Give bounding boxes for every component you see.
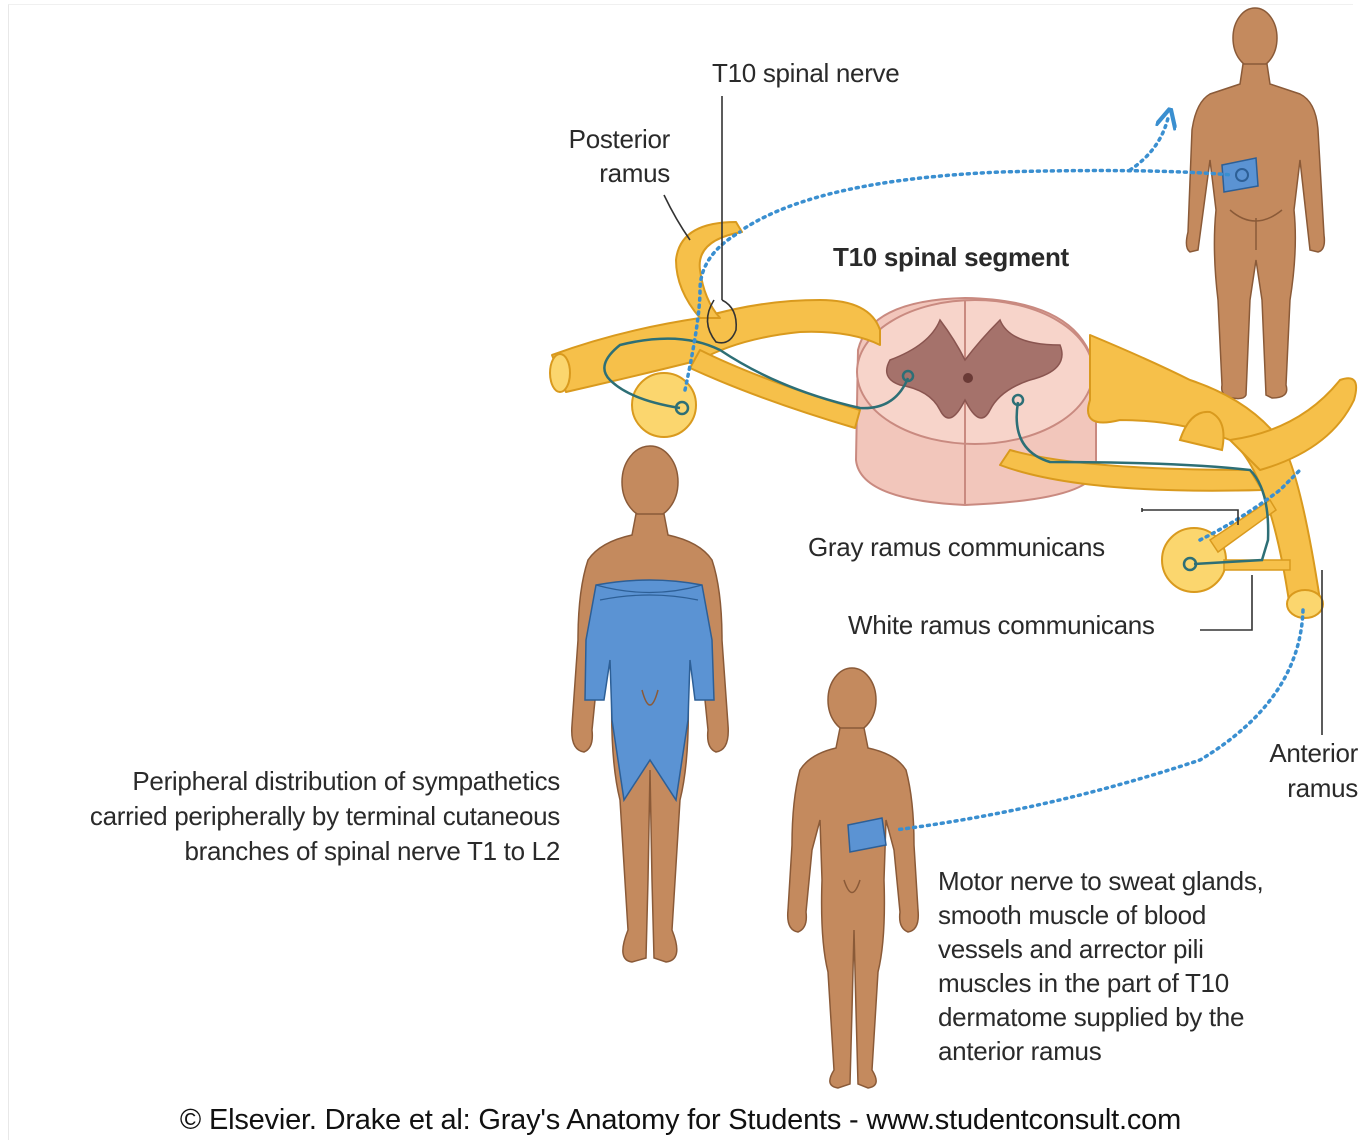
label-peripheral-distribution-line2: carried peripherally by terminal cutaneo… <box>10 799 560 833</box>
label-motor-nerve-line6: anterior ramus <box>938 1034 1101 1068</box>
label-gray-ramus-communicans: Gray ramus communicans <box>808 530 1105 564</box>
label-motor-nerve-line2: smooth muscle of blood <box>938 898 1206 932</box>
anterior-ramus-cut-end <box>1287 590 1323 618</box>
label-posterior-ramus-line2: ramus <box>520 156 670 190</box>
front-view-figure-t10 <box>788 668 919 1088</box>
label-motor-nerve-line3: vessels and arrector pili <box>938 932 1204 966</box>
label-t10-spinal-segment: T10 spinal segment <box>833 240 1069 274</box>
label-motor-nerve-line5: dermatome supplied by the <box>938 1000 1244 1034</box>
label-white-ramus-communicans: White ramus communicans <box>848 608 1155 642</box>
label-peripheral-distribution-line3: branches of spinal nerve T1 to L2 <box>10 834 560 868</box>
back-view-figure <box>1186 8 1324 399</box>
label-motor-nerve-line4: muscles in the part of T10 <box>938 966 1229 1000</box>
copyright-notice: © Elsevier. Drake et al: Gray's Anatomy … <box>0 1104 1361 1137</box>
label-motor-nerve-line1: Motor nerve to sweat glands, <box>938 864 1263 898</box>
label-anterior-ramus-line2: ramus <box>1200 771 1358 805</box>
label-peripheral-distribution-line1: Peripheral distribution of sympathetics <box>10 764 560 798</box>
label-anterior-ramus-line1: Anterior <box>1200 736 1358 770</box>
label-t10-spinal-nerve: T10 spinal nerve <box>712 56 899 90</box>
nerve-cut-end <box>550 354 570 392</box>
label-posterior-ramus-line1: Posterior <box>520 122 670 156</box>
